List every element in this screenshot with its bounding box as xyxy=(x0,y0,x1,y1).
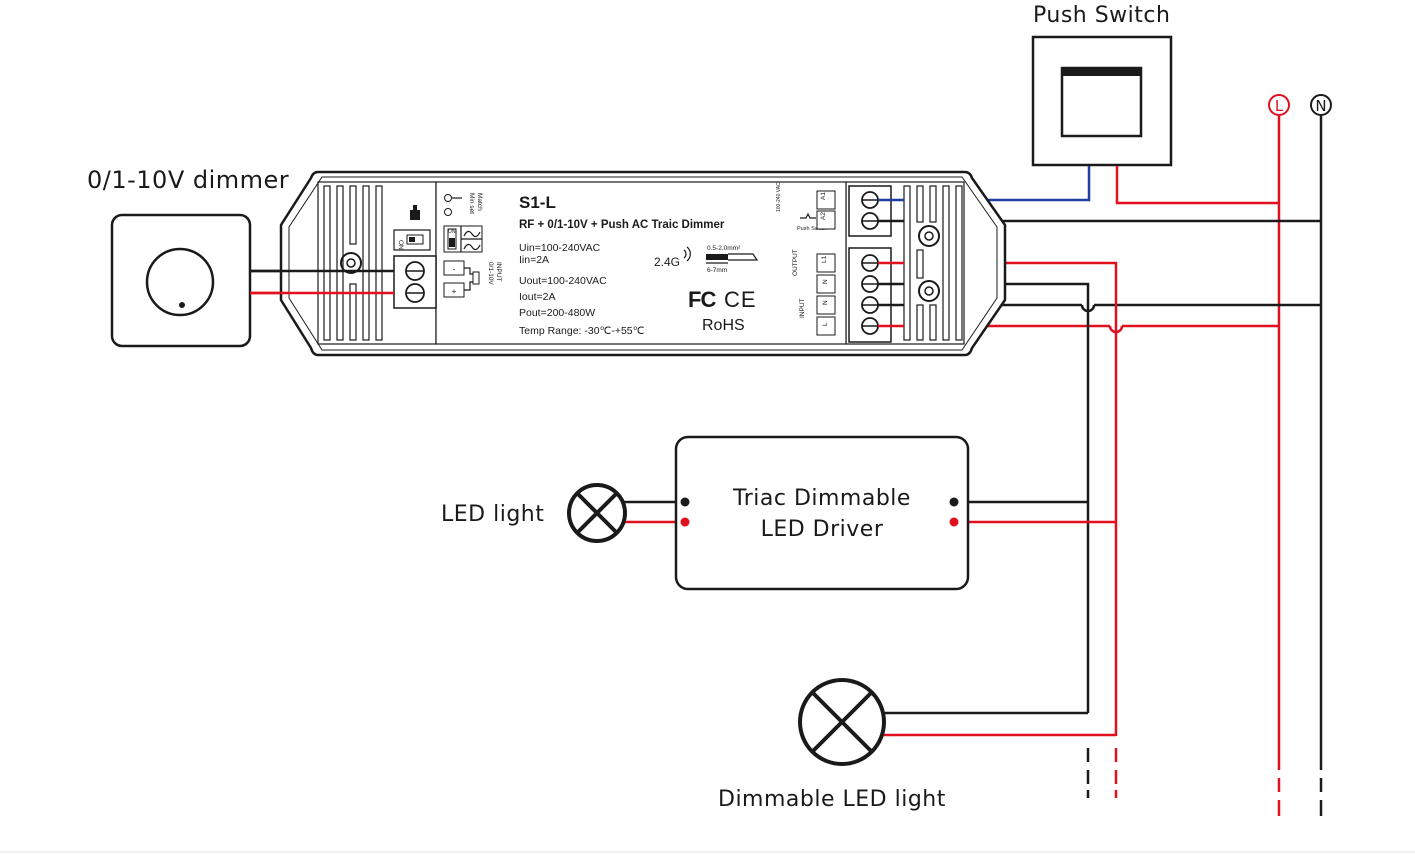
device-subtitle: RF + 0/1-10V + Push AC Traic Dimmer xyxy=(519,219,725,231)
terminal-wire-ends xyxy=(250,198,904,328)
dimmer-device: ON Match Min set ON - + INPUT 0/1-10V S1… xyxy=(279,170,1007,357)
svg-text:Match: Match xyxy=(476,193,483,211)
svg-text:N: N xyxy=(822,279,829,284)
rf-label: 2.4G xyxy=(654,255,680,269)
svg-text:ON: ON xyxy=(397,240,404,250)
svg-text:Pout=200-480W: Pout=200-480W xyxy=(519,307,595,319)
svg-text:N: N xyxy=(822,300,829,305)
ce-mark: CE xyxy=(724,287,757,312)
neutral-terminal-marker: N xyxy=(1310,94,1332,116)
dimmer xyxy=(110,213,252,348)
push-switch xyxy=(1031,35,1173,167)
match-button xyxy=(410,210,420,220)
svg-text:Uout=100-240VAC: Uout=100-240VAC xyxy=(519,275,607,287)
led-light-label: LED light xyxy=(441,502,544,527)
svg-text:ON: ON xyxy=(448,229,456,235)
rohs-mark: RoHS xyxy=(702,317,745,334)
push-switch-label: Push Switch xyxy=(1033,3,1170,28)
svg-text:-: - xyxy=(453,265,456,274)
svg-text:100-240 VAC: 100-240 VAC xyxy=(776,182,782,212)
svg-text:OUTPUT: OUTPUT xyxy=(792,249,799,276)
svg-text:L: L xyxy=(1275,97,1284,115)
svg-text:INPUT: INPUT xyxy=(495,262,502,282)
dimmer-label: 0/1-10V dimmer xyxy=(87,166,289,194)
svg-text:L: L xyxy=(822,322,829,326)
driver-label-line2: LED Driver xyxy=(761,517,884,542)
led-light-icon xyxy=(567,483,627,543)
svg-text:6-7mm: 6-7mm xyxy=(707,267,727,274)
dimmable-led-light-label: Dimmable LED light xyxy=(718,787,946,812)
svg-text:N: N xyxy=(1315,97,1326,115)
device-model: S1-L xyxy=(519,193,556,212)
svg-text:0.5-2.0mm²: 0.5-2.0mm² xyxy=(707,245,741,252)
svg-text:Push Switch: Push Switch xyxy=(797,226,827,232)
svg-text:Iout=2A: Iout=2A xyxy=(519,291,556,303)
driver-label-line1: Triac Dimmable xyxy=(732,486,911,511)
svg-text:+: + xyxy=(452,287,457,296)
fcc-mark: FC xyxy=(688,287,716,312)
live-terminal-marker: L xyxy=(1268,94,1290,116)
dimmable-led-light-icon xyxy=(798,678,886,766)
svg-text:A2: A2 xyxy=(820,212,827,220)
svg-text:0/1-10V: 0/1-10V xyxy=(487,262,494,285)
wires xyxy=(250,116,1323,816)
triac-led-driver: Triac Dimmable LED Driver xyxy=(674,435,970,591)
svg-text:INPUT: INPUT xyxy=(799,298,806,318)
svg-text:Iin=2A: Iin=2A xyxy=(519,254,549,266)
svg-text:Temp Range: -30℃-+55℃: Temp Range: -30℃-+55℃ xyxy=(519,325,645,337)
svg-text:A1: A1 xyxy=(820,192,827,200)
svg-text:L1: L1 xyxy=(821,255,828,263)
svg-text:Uin=100-240VAC: Uin=100-240VAC xyxy=(519,242,601,254)
svg-text:Min set: Min set xyxy=(468,193,475,214)
